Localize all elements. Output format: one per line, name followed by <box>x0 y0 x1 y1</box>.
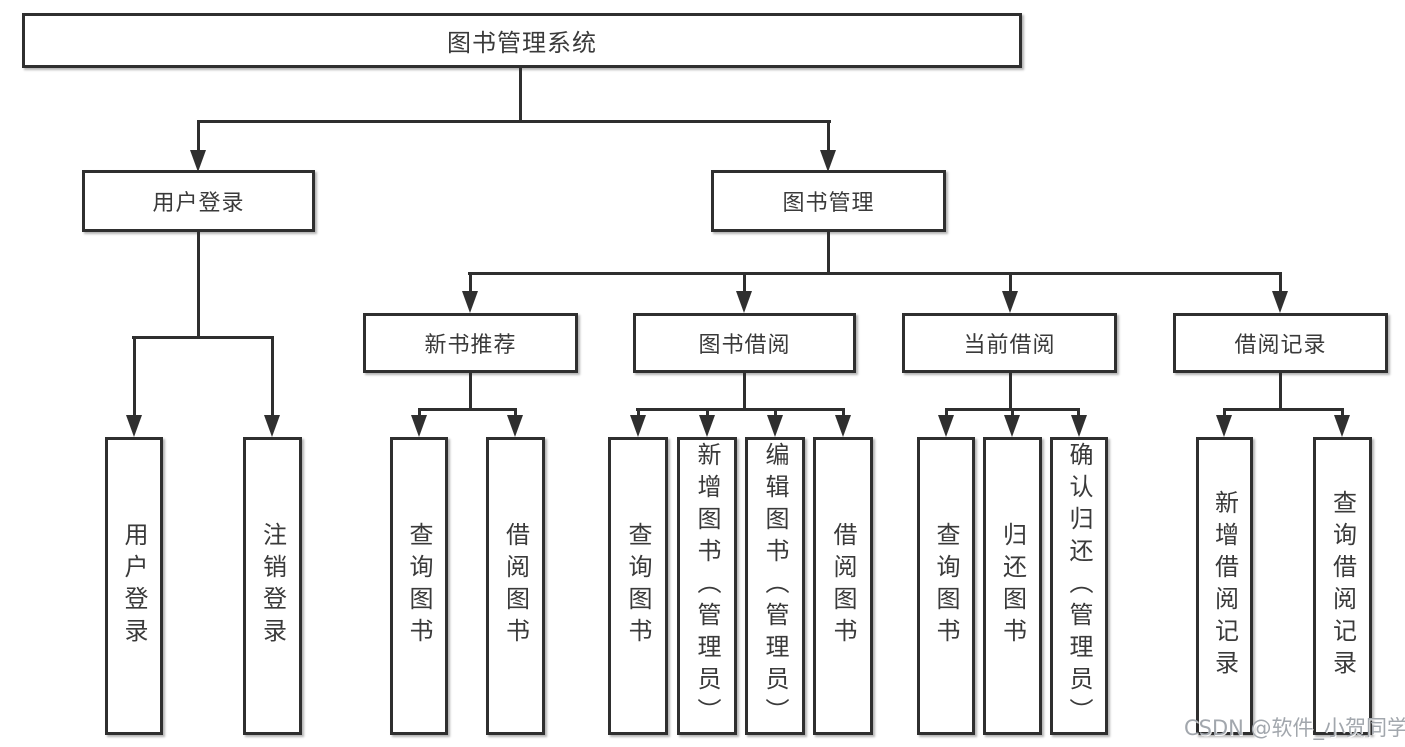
leaf-query-books-label: 查询图书 <box>932 522 960 650</box>
leaf-logout: 注销登录 <box>243 437 302 735</box>
connector-user-login-down <box>197 232 200 336</box>
connector-branch-stem <box>469 272 472 291</box>
leaf-borrow-books: 借阅图书 <box>813 437 873 735</box>
connector-hline <box>1223 408 1344 411</box>
node-book-borrowing: 图书借阅 <box>633 313 856 373</box>
node-borrow-records: 借阅记录 <box>1173 313 1388 373</box>
leaf-return-books: 归还图书 <box>983 437 1042 735</box>
node-root-label: 图书管理系统 <box>447 29 597 57</box>
arrow-down-icon <box>507 415 523 437</box>
leaf-query-books: 查询图书 <box>608 437 668 735</box>
connector-leaf-stem <box>133 336 136 415</box>
node-book-management: 图书管理 <box>711 170 946 232</box>
leaf-borrow-books: 借阅图书 <box>486 437 545 735</box>
connector-leaf-stem <box>1341 408 1344 415</box>
connector-book-mgmt-down <box>827 232 830 272</box>
arrow-down-icon <box>820 150 836 172</box>
leaf-logout-label: 注销登录 <box>258 522 287 650</box>
connector-leaf-stem <box>418 408 421 415</box>
arrow-down-icon <box>1071 415 1087 437</box>
node-borrow-records-label: 借阅记录 <box>1234 333 1327 358</box>
connector-branch-stem <box>743 272 746 291</box>
connector-root-stem <box>519 68 522 120</box>
node-user-login-label: 用户登录 <box>152 191 245 216</box>
connector-down <box>1009 373 1012 408</box>
arrow-down-icon <box>1004 415 1020 437</box>
arrow-down-icon <box>699 415 715 437</box>
arrow-down-icon <box>126 415 142 437</box>
arrow-down-icon <box>1216 415 1232 437</box>
leaf-edit-books-admin: 编辑图书（管理员） <box>745 437 805 735</box>
connector-leaf-stem <box>774 408 777 415</box>
leaf-return-books-label: 归还图书 <box>998 522 1027 650</box>
leaf-user-login: 用户登录 <box>105 437 163 735</box>
leaf-add-borrow-record-label: 新增借阅记录 <box>1210 490 1239 682</box>
node-book-management-label: 图书管理 <box>782 191 875 216</box>
leaf-add-books-admin-label: 新增图书（管理员） <box>693 442 721 730</box>
connector-book-mgmt-stem <box>827 120 830 152</box>
connector-leaf-stem <box>271 336 274 415</box>
arrow-down-icon <box>411 415 427 437</box>
node-user-login: 用户登录 <box>82 170 315 232</box>
connector-leaf-stem <box>945 408 948 415</box>
node-book-borrowing-label: 图书借阅 <box>698 333 791 358</box>
node-new-book-recommend-label: 新书推荐 <box>424 333 517 358</box>
arrow-down-icon <box>736 291 752 313</box>
connector-down <box>1279 373 1282 408</box>
connector-branch-stem <box>1279 272 1282 291</box>
node-root: 图书管理系统 <box>22 13 1022 68</box>
leaf-confirm-return-admin: 确认归还（管理员） <box>1050 437 1108 735</box>
connector-branch-stem <box>1009 272 1012 291</box>
arrow-down-icon <box>1272 291 1288 313</box>
leaf-borrow-books-label: 借阅图书 <box>501 522 530 650</box>
connector-book-mgmt-hline <box>468 272 1282 275</box>
arrow-down-icon <box>767 415 783 437</box>
leaf-query-books: 查询图书 <box>390 437 448 735</box>
connector-hline <box>418 408 517 411</box>
node-new-book-recommend: 新书推荐 <box>363 313 578 373</box>
connector-down <box>469 373 472 408</box>
leaf-query-borrow-record: 查询借阅记录 <box>1313 437 1372 735</box>
connector-leaf-stem <box>1011 408 1014 415</box>
leaf-add-borrow-record: 新增借阅记录 <box>1196 437 1253 735</box>
leaf-query-books-label: 查询图书 <box>624 522 652 650</box>
leaf-add-books-admin: 新增图书（管理员） <box>677 437 737 735</box>
connector-leaf-stem <box>514 408 517 415</box>
connector-user-login-hline <box>132 336 274 339</box>
arrow-down-icon <box>835 415 851 437</box>
leaf-confirm-return-admin-label: 确认归还（管理员） <box>1065 442 1093 730</box>
leaf-user-login-label: 用户登录 <box>120 522 148 650</box>
leaf-query-borrow-record-label: 查询借阅记录 <box>1328 490 1357 682</box>
leaf-edit-books-admin-label: 编辑图书（管理员） <box>761 442 789 730</box>
arrow-down-icon <box>1002 291 1018 313</box>
connector-user-login-stem <box>197 120 200 152</box>
leaf-borrow-books-label: 借阅图书 <box>829 522 857 650</box>
leaf-query-books-label: 查询图书 <box>405 522 433 650</box>
arrow-down-icon <box>630 415 646 437</box>
connector-leaf-stem <box>1077 408 1080 415</box>
node-current-borrowing: 当前借阅 <box>902 313 1117 373</box>
csdn-watermark: CSDN @软件_小贺同学 <box>1184 716 1405 740</box>
connector-down <box>743 373 746 408</box>
connector-leaf-stem <box>1223 408 1226 415</box>
arrow-down-icon <box>190 150 206 172</box>
arrow-down-icon <box>1334 415 1350 437</box>
arrow-down-icon <box>462 291 478 313</box>
connector-leaf-stem <box>637 408 640 415</box>
connector-leaf-stem <box>706 408 709 415</box>
connector-hline <box>636 408 844 411</box>
arrow-down-icon <box>938 415 954 437</box>
leaf-query-books: 查询图书 <box>917 437 975 735</box>
connector-root-hline <box>197 120 831 123</box>
connector-leaf-stem <box>842 408 845 415</box>
node-current-borrowing-label: 当前借阅 <box>963 333 1056 358</box>
arrow-down-icon <box>264 415 280 437</box>
